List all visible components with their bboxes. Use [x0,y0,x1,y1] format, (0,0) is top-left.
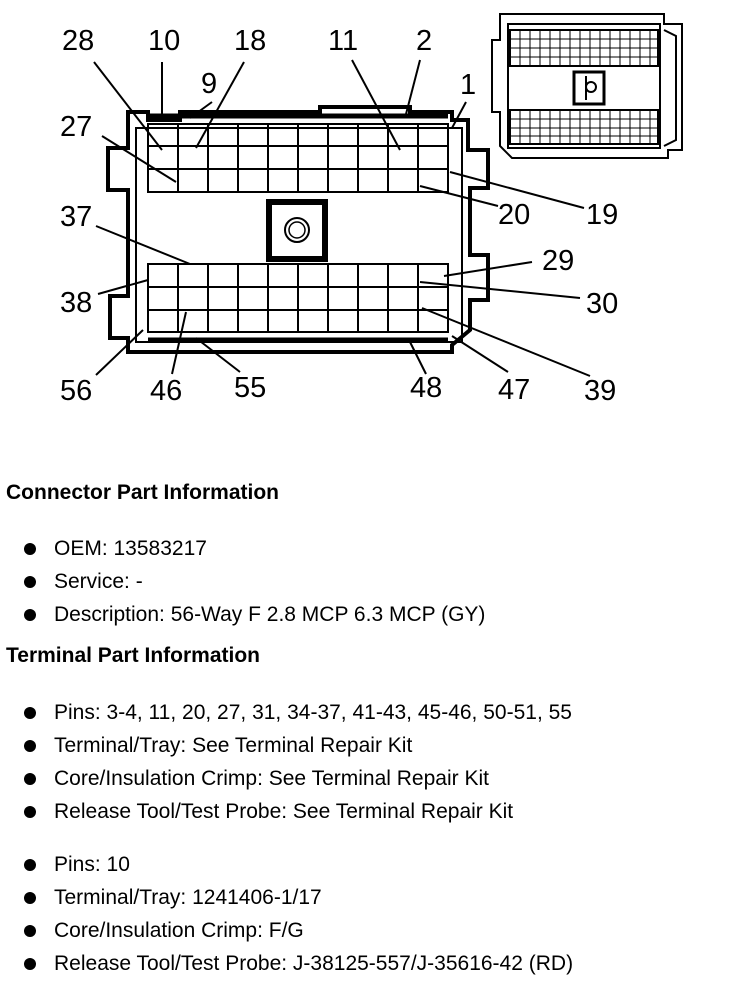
list-item-text: Core/Insulation Crimp: F/G [54,919,304,942]
list-item-text: Pins: 3-4, 11, 20, 27, 31, 34-37, 41-43,… [54,701,572,724]
pin-label: 9 [201,68,217,100]
pin-label: 1 [460,69,476,101]
bullet-icon [24,805,36,818]
pin-label: 27 [60,111,92,143]
bullet-icon [24,575,36,588]
pin-label: 28 [62,25,94,57]
top-cavity-grid [147,123,449,193]
terminal-info-title: Terminal Part Information [6,644,260,667]
bullet-icon [24,924,36,937]
list-item-text: Description: 56-Way F 2.8 MCP 6.3 MCP (G… [54,603,486,626]
list-item: Release Tool/Test Probe: See Terminal Re… [24,795,572,828]
pin-label: 11 [328,25,358,57]
bullet-icon [24,706,36,719]
list-item-text: Pins: 10 [54,853,130,876]
list-item: Pins: 10 [24,848,573,881]
pin-number-labels: 28 10 18 11 2 9 1 27 37 38 56 46 55 48 4… [60,25,618,407]
list-item-text: Service: - [54,570,143,593]
pin-label: 18 [234,25,266,57]
list-item-text: Terminal/Tray: See Terminal Repair Kit [54,734,413,757]
bullet-icon [24,957,36,970]
center-latch [266,199,328,262]
pin-label: 38 [60,287,92,319]
list-item: Terminal/Tray: See Terminal Repair Kit [24,729,572,762]
terminal-info-list-2: Pins: 10 Terminal/Tray: 1241406-1/17 Cor… [24,848,573,980]
list-item: Terminal/Tray: 1241406-1/17 [24,881,573,914]
bullet-icon [24,739,36,752]
pin-label: 30 [586,288,618,320]
pin-label: 10 [148,25,180,57]
list-item: Core/Insulation Crimp: See Terminal Repa… [24,762,572,795]
connector-thumbnail [491,13,683,159]
pin-label: 48 [410,372,442,404]
pin-label: 55 [234,372,266,404]
list-item: Description: 56-Way F 2.8 MCP 6.3 MCP (G… [24,598,485,631]
bullet-icon [24,858,36,871]
pin-label: 2 [416,25,432,57]
connector-info-list: OEM: 13583217 Service: - Description: 56… [24,532,485,631]
connector-info-title: Connector Part Information [6,481,280,504]
pin-label: 20 [498,199,530,231]
pin-label: 39 [584,375,616,407]
pin-leader-lines [93,59,591,377]
list-item: OEM: 13583217 [24,532,485,565]
bullet-icon [24,772,36,785]
bullet-icon [24,542,36,555]
connector-diagram: 28 10 18 11 2 9 1 27 37 38 56 46 55 48 4… [60,13,683,407]
list-item: Pins: 3-4, 11, 20, 27, 31, 34-37, 41-43,… [24,696,572,729]
pin-label: 29 [542,245,574,277]
pin-label: 19 [586,199,618,231]
list-item: Core/Insulation Crimp: F/G [24,914,573,947]
terminal-info-list-1: Pins: 3-4, 11, 20, 27, 31, 34-37, 41-43,… [24,696,572,828]
list-item-text: Core/Insulation Crimp: See Terminal Repa… [54,767,489,790]
bullet-icon [24,608,36,621]
list-item: Service: - [24,565,485,598]
bullet-icon [24,891,36,904]
list-item-text: Release Tool/Test Probe: J-38125-557/J-3… [54,952,574,975]
list-item-text: OEM: 13583217 [54,537,207,560]
pin-label: 56 [60,375,92,407]
bottom-cavity-grid [147,263,449,333]
pin-label: 46 [150,375,182,407]
pin-label: 37 [60,201,92,233]
list-item-text: Release Tool/Test Probe: See Terminal Re… [54,800,514,823]
list-item: Release Tool/Test Probe: J-38125-557/J-3… [24,947,573,980]
list-item-text: Terminal/Tray: 1241406-1/17 [54,886,322,909]
pin-label: 47 [498,374,530,406]
